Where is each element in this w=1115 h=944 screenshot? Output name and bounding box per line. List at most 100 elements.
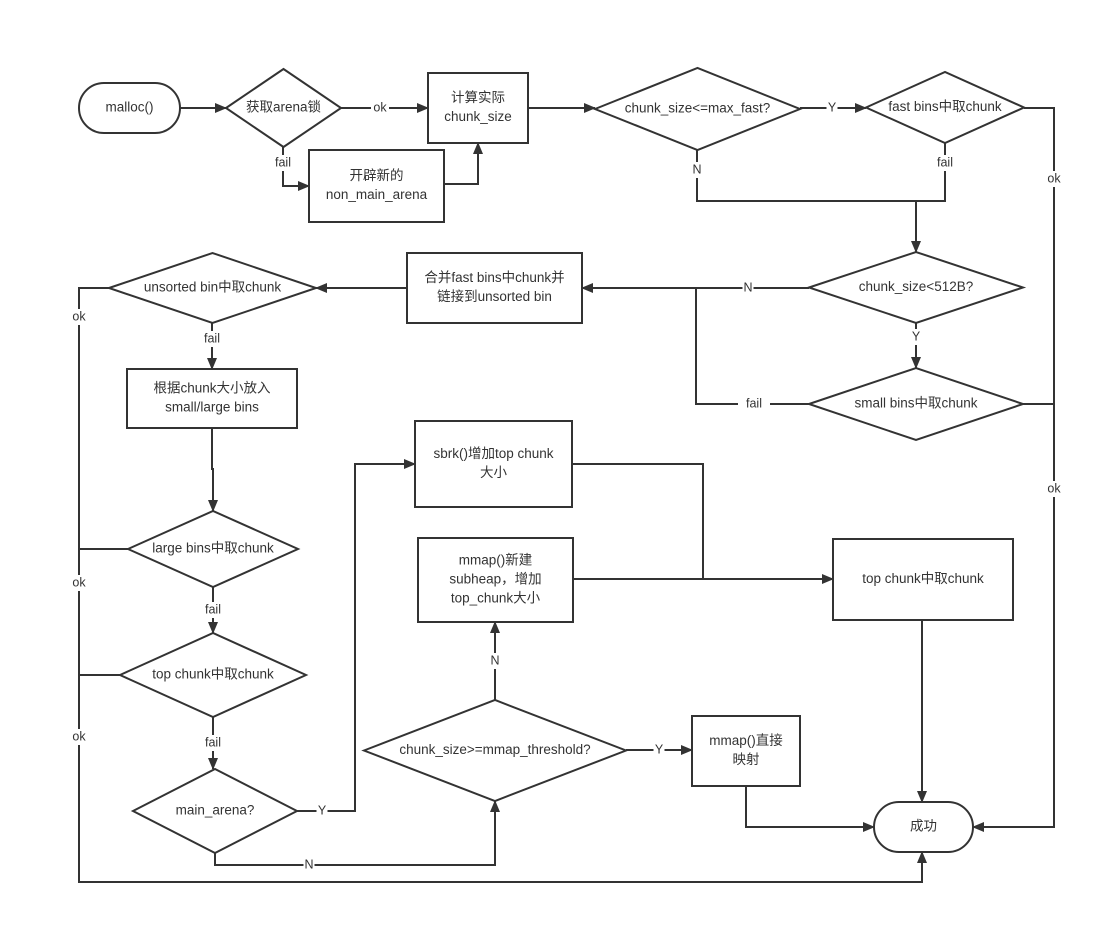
edge-label-background (1045, 481, 1063, 497)
node-label: 根据chunk大小放入 (153, 381, 271, 396)
node-label: non_main_arena (326, 187, 428, 202)
edge-label: fail (196, 331, 228, 347)
edge-label-text: ok (1047, 171, 1061, 185)
edge-label-text: fail (205, 735, 221, 749)
edge-label: fail (267, 155, 299, 171)
node-main-arena: main_arena? (130, 767, 300, 855)
node-label: 成功 (910, 819, 937, 834)
edge-label: fail (929, 155, 961, 171)
node-sbrk: sbrk()增加top chunk大小 (414, 420, 573, 508)
process-shape (417, 537, 574, 623)
node-label: subheap，增加 (449, 572, 541, 587)
edge-small-bins-to-merge-fast (695, 288, 809, 405)
node-label: mmap()直接 (709, 732, 783, 748)
node-label: top chunk中取chunk (862, 571, 984, 586)
edge-label: Y (910, 329, 922, 345)
decision-shape (125, 509, 301, 589)
edge-main-arena-to-mmap-threshold (214, 800, 500, 866)
edge-sbrk-to-top-chunk-proc (572, 463, 704, 579)
process-shape (414, 420, 573, 508)
node-is-fast: chunk_size<=max_fast? (592, 66, 803, 152)
edge-label: N (691, 162, 703, 178)
terminal-shape (78, 82, 181, 134)
edge-label-background (70, 309, 88, 325)
edge-label-text: fail (204, 331, 220, 345)
edge-label: Y (653, 742, 665, 758)
edge-label-background (267, 155, 299, 171)
process-shape (406, 252, 583, 324)
edge-label-background (1045, 171, 1063, 187)
edge-label-background (70, 575, 88, 591)
edge-label-background (742, 280, 754, 296)
edge-label: Y (316, 803, 328, 819)
edge-label: ok (1045, 481, 1063, 497)
process-shape (126, 368, 298, 429)
node-label: 计算实际 (451, 90, 505, 105)
edge-label: ok (70, 729, 88, 745)
edge-label-background (929, 155, 961, 171)
node-label: main_arena? (176, 803, 255, 818)
edge-label: N (303, 857, 315, 873)
edge-label-text: fail (275, 155, 291, 169)
node-label: unsorted bin中取chunk (144, 280, 282, 295)
edge-label: N (742, 280, 754, 296)
edge-label-background (653, 742, 665, 758)
edge-unsorted-to-success (78, 287, 927, 883)
edge-label: fail (197, 735, 229, 751)
edge-label-text: ok (72, 575, 86, 589)
node-top-chunk-dec: top chunk中取chunk (117, 631, 309, 719)
process-shape (691, 715, 801, 787)
node-label: chunk_size>=mmap_threshold? (399, 742, 590, 757)
node-label: small bins中取chunk (854, 396, 977, 411)
edge-label-background (197, 602, 229, 618)
node-label: sbrk()增加top chunk (433, 446, 553, 461)
edge-label-text: Y (655, 742, 664, 756)
node-label: small/large bins (165, 400, 259, 415)
edge-label-text: Y (318, 803, 327, 817)
terminal-shape (873, 801, 974, 853)
process-shape (427, 72, 529, 144)
edge-label-background (196, 331, 228, 347)
node-is-small: chunk_size<512B? (805, 250, 1027, 325)
node-label: chunk_size<=max_fast? (625, 101, 771, 116)
node-small-bins: small bins中取chunk (805, 366, 1027, 442)
edge-label-text: Y (912, 329, 921, 343)
node-label: 链接到unsorted bin (437, 288, 552, 304)
edge-label-background (489, 653, 501, 669)
edge-label: ok (371, 100, 389, 116)
edge-label-text: N (304, 857, 313, 871)
edge-mmap-direct-to-success (745, 786, 875, 832)
node-label: mmap()新建 (459, 553, 533, 568)
edge-label: fail (738, 396, 770, 412)
edge-label-background (197, 735, 229, 751)
node-label: chunk_size<512B? (859, 279, 973, 294)
edge-label-background (70, 729, 88, 745)
node-label: 开辟新的 (350, 168, 404, 183)
node-label: malloc() (105, 100, 153, 115)
process-shape (308, 149, 445, 223)
edge-is-fast-to-is-small (696, 150, 921, 253)
process-shape (832, 538, 1014, 621)
edge-label-background (738, 396, 770, 412)
edge-label-text: ok (373, 100, 387, 114)
decision-shape (863, 70, 1027, 145)
node-lock: 获取arena锁 (224, 67, 343, 149)
decision-shape (105, 251, 320, 325)
edge-new-arena-to-calc (444, 142, 483, 185)
node-label: large bins中取chunk (152, 541, 274, 556)
node-mmap-threshold: chunk_size>=mmap_threshold? (361, 698, 629, 803)
edge-label: N (489, 653, 501, 669)
edges-layer (78, 103, 1055, 883)
edge-label-text: fail (937, 155, 953, 169)
edge-label-text: ok (72, 309, 86, 323)
edge-label-background (303, 857, 315, 873)
decision-shape (805, 250, 1027, 325)
edge-label-background (826, 100, 838, 116)
decision-shape (592, 66, 803, 152)
edge-label: fail (197, 602, 229, 618)
edge-fast-bins-to-success (972, 107, 1055, 832)
